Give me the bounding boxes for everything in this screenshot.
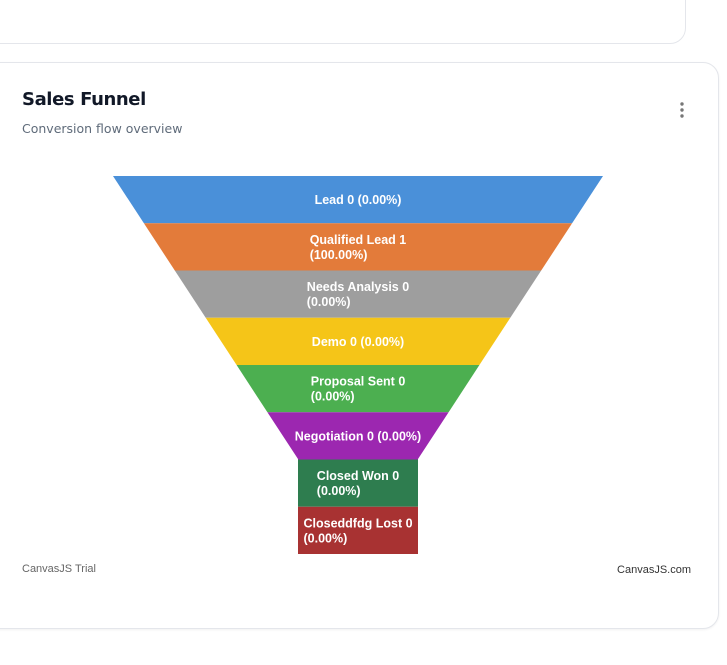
funnel-label: Demo 0 (0.00%) [312, 335, 404, 349]
funnel-segment-qualified-lead[interactable] [143, 223, 573, 271]
funnel-segment-lead[interactable] [113, 176, 603, 224]
funnel-segments: Lead 0 (0.00%) Qualified Lead 1(100.00%) N… [113, 176, 603, 554]
funnel-label: Closed Won 0(0.00%) [317, 469, 399, 498]
canvasjs-trial-credit: CanvasJS Trial [22, 563, 96, 575]
card-title: Sales Funnel [22, 89, 146, 110]
card-subtitle: Conversion flow overview [22, 121, 183, 136]
funnel-label: Negotiation 0 (0.00%) [295, 429, 421, 443]
card-menu-button[interactable] [670, 98, 694, 122]
funnel-segment-proposal-sent[interactable] [236, 365, 480, 413]
funnel-label: Needs Analysis 0(0.00%) [307, 280, 409, 309]
funnel-segment-negotiation[interactable] [267, 412, 449, 460]
funnel-segment-closed-won[interactable] [298, 459, 418, 507]
funnel-label: Lead 0 (0.00%) [315, 193, 402, 207]
funnel-label: Qualified Lead 1(100.00%) [310, 233, 407, 262]
previous-card [0, 0, 686, 44]
funnel-label: Proposal Sent 0(0.00%) [311, 375, 406, 404]
funnel-label: Closeddfdg Lost 0(0.00%) [304, 516, 413, 545]
more-vertical-icon [680, 102, 684, 118]
funnel-segment-closeddfdg-lost[interactable] [298, 506, 418, 554]
canvasjs-link-credit[interactable]: CanvasJS.com [617, 564, 691, 576]
funnel-segment-demo[interactable] [205, 317, 511, 365]
funnel-segment-needs-analysis[interactable] [174, 270, 542, 318]
